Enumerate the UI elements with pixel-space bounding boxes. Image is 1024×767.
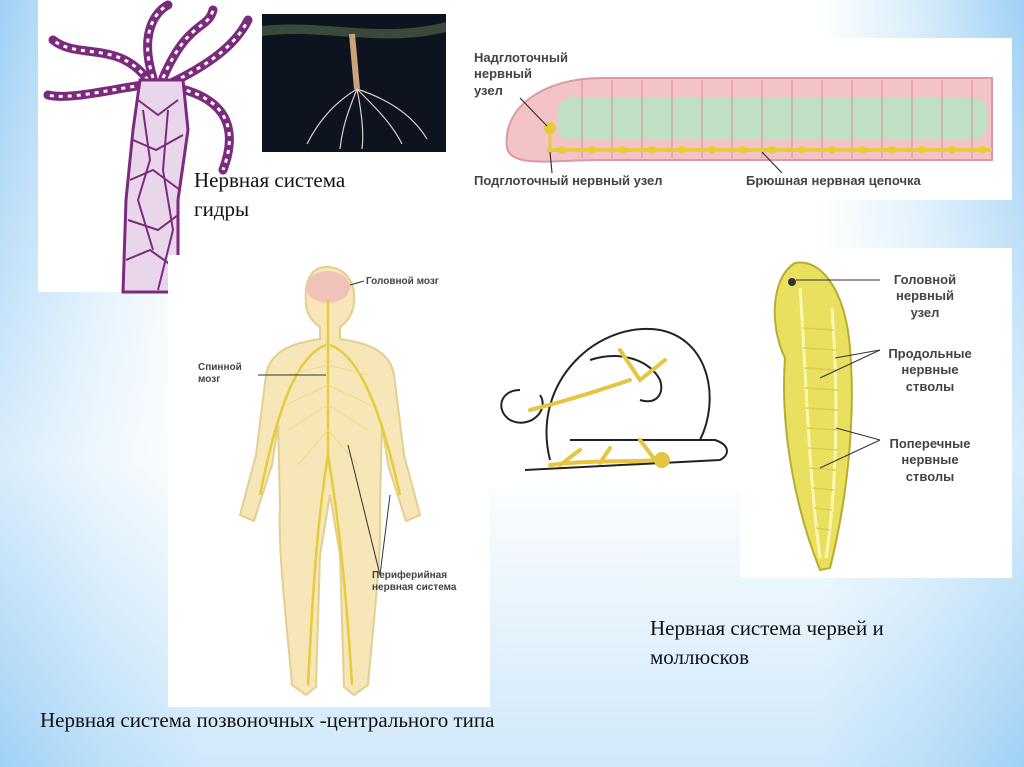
human-panel xyxy=(168,255,490,707)
snail-illustration xyxy=(490,320,740,490)
human-illustration xyxy=(168,255,490,707)
hydra-caption: Нервная система гидры xyxy=(194,166,394,225)
sub-ganglion-label: Подглоточный нервный узел xyxy=(474,173,754,189)
hydra-panel xyxy=(38,0,260,292)
vertebrates-caption: Нервная система позвоночных -центральног… xyxy=(40,706,680,735)
hydra-illustration xyxy=(38,0,260,292)
snail-panel xyxy=(490,320,740,490)
ventral-chain-label: Брюшная нервная цепочка xyxy=(746,173,996,189)
planaria-illustration xyxy=(740,248,1012,578)
peripheral-ns-label: Периферийная нервная система xyxy=(372,570,470,594)
planaria-panel xyxy=(740,248,1012,578)
hydra-photo-illustration xyxy=(262,14,446,152)
hydra-photo xyxy=(262,14,446,152)
worms-caption: Нервная система червей и моллюсков xyxy=(650,614,970,673)
head-ganglion-label: Головной нервный узел xyxy=(880,272,970,321)
transverse-trunks-label: Поперечные нервные стволы xyxy=(880,436,980,485)
supra-ganglion-label: Надглоточный нервный узел xyxy=(474,50,556,99)
longitudinal-trunks-label: Продольные нервные стволы xyxy=(880,346,980,395)
spinal-cord-label: Спинной мозг xyxy=(198,362,258,386)
brain-label: Головной мозг xyxy=(366,276,466,288)
